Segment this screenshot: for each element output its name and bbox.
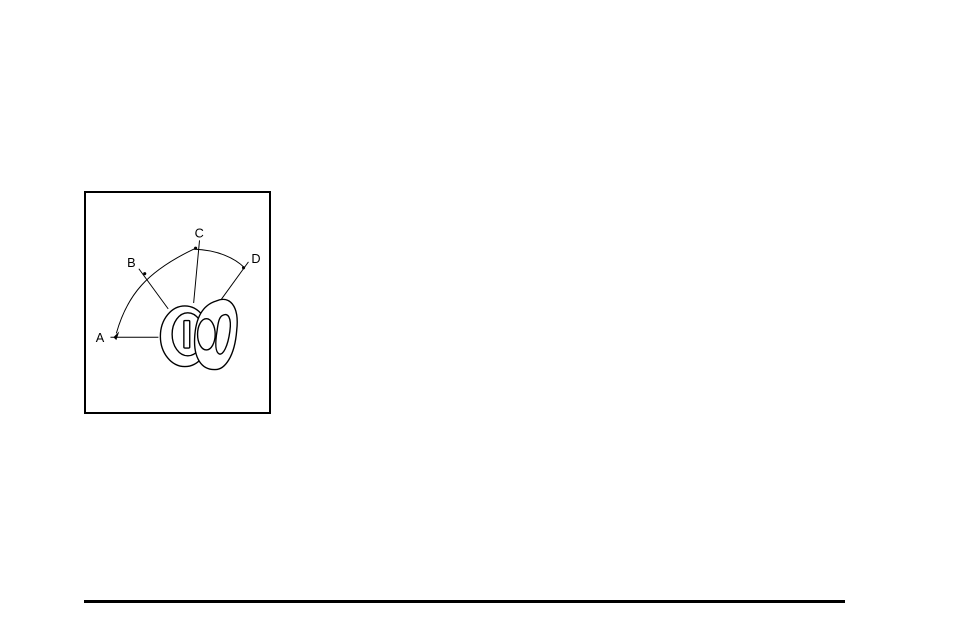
ignition-positions-figure: A B C D <box>84 191 271 414</box>
arc-ticks <box>143 247 245 276</box>
callout-c: C <box>195 225 204 240</box>
key-slot <box>184 321 190 348</box>
key-oval <box>198 319 216 350</box>
footer-rule <box>84 600 845 603</box>
callout-d: D <box>251 251 260 266</box>
callout-a: A <box>96 330 105 345</box>
ignition-diagram: A B C D <box>86 193 269 412</box>
leader-d <box>220 262 248 301</box>
callout-b: B <box>127 255 135 270</box>
key-icon <box>195 299 238 369</box>
leader-b <box>139 269 168 309</box>
tick-c <box>194 247 197 250</box>
